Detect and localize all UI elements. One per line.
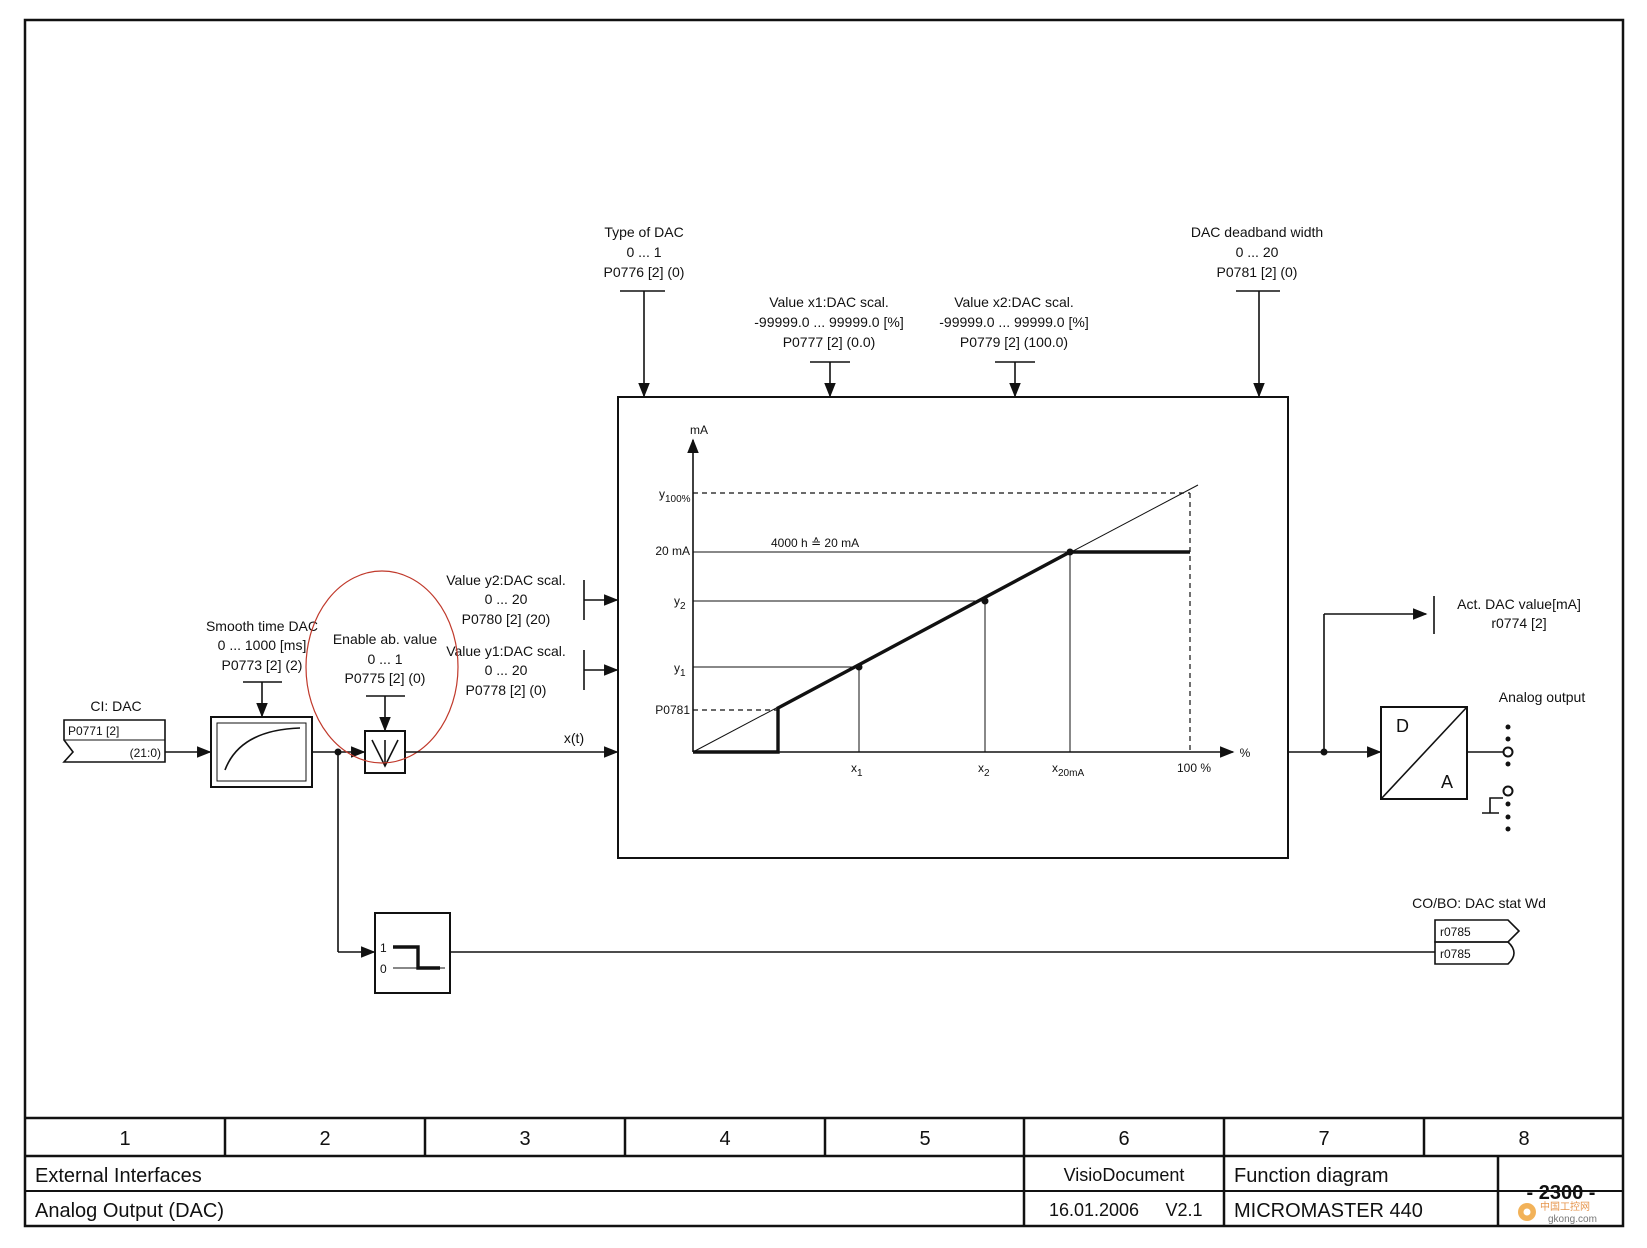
act-dac-param: r0774 [2] xyxy=(1491,615,1546,631)
svg-text:gkong.com: gkong.com xyxy=(1548,1214,1597,1225)
param-enable-abs-range: 0 ... 1 xyxy=(367,651,402,667)
param-deadband-name: DAC deadband width xyxy=(1191,224,1323,240)
param-smooth-name: Smooth time DAC xyxy=(206,618,318,634)
watermark-logo: 中国工控网 gkong.com xyxy=(1518,1200,1597,1225)
act-dac-name: Act. DAC value[mA] xyxy=(1457,596,1581,612)
param-deadband-range: 0 ... 20 xyxy=(1236,244,1279,260)
input-label: CI: DAC xyxy=(90,698,141,714)
scaling-graph: mA % y100% 20 mA y2 y1 P0781 4000 h ≙ 20… xyxy=(655,423,1250,779)
dac-characteristic xyxy=(693,550,1190,754)
tick-x100: 100 % xyxy=(1177,761,1211,775)
col-4: 4 xyxy=(719,1128,730,1150)
sheet-frame xyxy=(23,18,1625,1228)
status-name: CO/BO: DAC stat Wd xyxy=(1412,895,1546,911)
param-y2-scal: Value y2:DAC scal. 0 ... 20 P0780 [2] (2… xyxy=(446,572,619,627)
graph-note: 4000 h ≙ 20 mA xyxy=(771,536,859,550)
analog-output-label: Analog output xyxy=(1499,689,1586,705)
param-y1-scal-range: 0 ... 20 xyxy=(485,662,528,678)
footer-sheet: - 2300 - xyxy=(1527,1182,1596,1204)
param-y1-scal-param: P0778 [2] (0) xyxy=(466,682,547,698)
col-5: 5 xyxy=(919,1128,930,1150)
footer-doc: VisioDocument xyxy=(1064,1165,1185,1185)
param-smooth-range: 0 ... 1000 [ms] xyxy=(218,637,307,653)
footer-title: Analog Output (DAC) xyxy=(35,1200,224,1222)
footer-kind: Function diagram xyxy=(1234,1165,1389,1187)
param-y1-scal-name: Value y1:DAC scal. xyxy=(446,643,566,659)
param-enable-abs-name: Enable ab. value xyxy=(333,631,438,647)
highlight-circle xyxy=(305,570,459,764)
threshold-one: 1 xyxy=(380,941,387,955)
col-8: 8 xyxy=(1518,1128,1529,1150)
title-block: 1 2 3 4 5 6 7 8 External Interfaces Anal… xyxy=(25,1116,1623,1226)
status-out-1: r0785 xyxy=(1440,925,1471,939)
da-d: D xyxy=(1396,716,1409,736)
svg-text:中国工控网: 中国工控网 xyxy=(1540,1200,1590,1213)
param-type-dac: Type of DAC 0 ... 1 P0776 [2] (0) xyxy=(604,224,685,398)
tick-y2: y2 xyxy=(674,594,686,612)
param-x2-scal-range: -99999.0 ... 99999.0 [%] xyxy=(939,314,1088,330)
signal-xt: x(t) xyxy=(564,730,584,746)
param-deadband-param: P0781 [2] (0) xyxy=(1217,264,1298,280)
param-x1-scal-param: P0777 [2] (0.0) xyxy=(783,334,876,350)
footer-version: V2.1 xyxy=(1165,1200,1202,1220)
status-word: CO/BO: DAC stat Wd r0785 r0785 xyxy=(1412,895,1546,965)
param-type-dac-range: 0 ... 1 xyxy=(626,244,661,260)
param-x1-scal-name: Value x1:DAC scal. xyxy=(769,294,889,310)
footer-product: MICROMASTER 440 xyxy=(1234,1200,1423,1222)
param-x1-scal: Value x1:DAC scal. -99999.0 ... 99999.0 … xyxy=(754,294,904,398)
col-6: 6 xyxy=(1118,1128,1129,1150)
footer-section: External Interfaces xyxy=(35,1165,202,1187)
da-a: A xyxy=(1441,772,1453,792)
tick-20ma: 20 mA xyxy=(655,544,690,558)
param-y2-scal-name: Value y2:DAC scal. xyxy=(446,572,566,588)
tick-x20ma: x20mA xyxy=(1052,761,1084,779)
abs-value-block: Enable ab. value 0 ... 1 P0775 [2] (0) xyxy=(305,570,459,774)
col-2: 2 xyxy=(319,1128,330,1150)
tick-y1: y1 xyxy=(674,661,686,679)
param-type-dac-name: Type of DAC xyxy=(604,224,683,240)
param-x2-scal-name: Value x2:DAC scal. xyxy=(954,294,1074,310)
input-default: (21:0) xyxy=(130,746,161,760)
col-3: 3 xyxy=(519,1128,530,1150)
da-converter: D A xyxy=(1380,706,1468,800)
param-enable-abs-param: P0775 [2] (0) xyxy=(345,670,426,686)
tick-y100: y100% xyxy=(659,487,691,505)
tick-x2: x2 xyxy=(978,761,990,779)
param-deadband: DAC deadband width 0 ... 20 P0781 [2] (0… xyxy=(1191,224,1323,398)
smoothing-block: Smooth time DAC 0 ... 1000 [ms] P0773 [2… xyxy=(206,618,318,788)
analog-output-terminals xyxy=(1467,724,1514,832)
input-param: P0771 [2] xyxy=(68,724,119,738)
param-y2-scal-param: P0780 [2] (20) xyxy=(462,611,551,627)
param-y2-scal-range: 0 ... 20 xyxy=(485,591,528,607)
param-smooth-param: P0773 [2] (2) xyxy=(222,657,303,673)
param-y1-scal: Value y1:DAC scal. 0 ... 20 P0778 [2] (0… xyxy=(446,643,619,698)
col-1: 1 xyxy=(119,1128,130,1150)
col-7: 7 xyxy=(1318,1128,1329,1150)
tick-x1: x1 xyxy=(851,761,863,779)
input-connector: CI: DAC P0771 [2] (21:0) xyxy=(62,698,212,763)
footer-date: 16.01.2006 xyxy=(1049,1200,1139,1220)
tick-p0781: P0781 xyxy=(655,703,690,717)
pt1-curve xyxy=(224,727,301,771)
x-unit: % xyxy=(1240,746,1251,760)
threshold-block: 1 0 xyxy=(374,912,451,994)
threshold-zero: 0 xyxy=(380,962,387,976)
param-x2-scal: Value x2:DAC scal. -99999.0 ... 99999.0 … xyxy=(939,294,1089,398)
scaling-block xyxy=(617,396,1289,859)
act-dac-value: Act. DAC value[mA] r0774 [2] xyxy=(1457,596,1581,631)
param-type-dac-param: P0776 [2] (0) xyxy=(604,264,685,280)
status-out-2: r0785 xyxy=(1440,947,1471,961)
y-unit: mA xyxy=(690,423,708,437)
param-x2-scal-param: P0779 [2] (100.0) xyxy=(960,334,1068,350)
param-x1-scal-range: -99999.0 ... 99999.0 [%] xyxy=(754,314,903,330)
